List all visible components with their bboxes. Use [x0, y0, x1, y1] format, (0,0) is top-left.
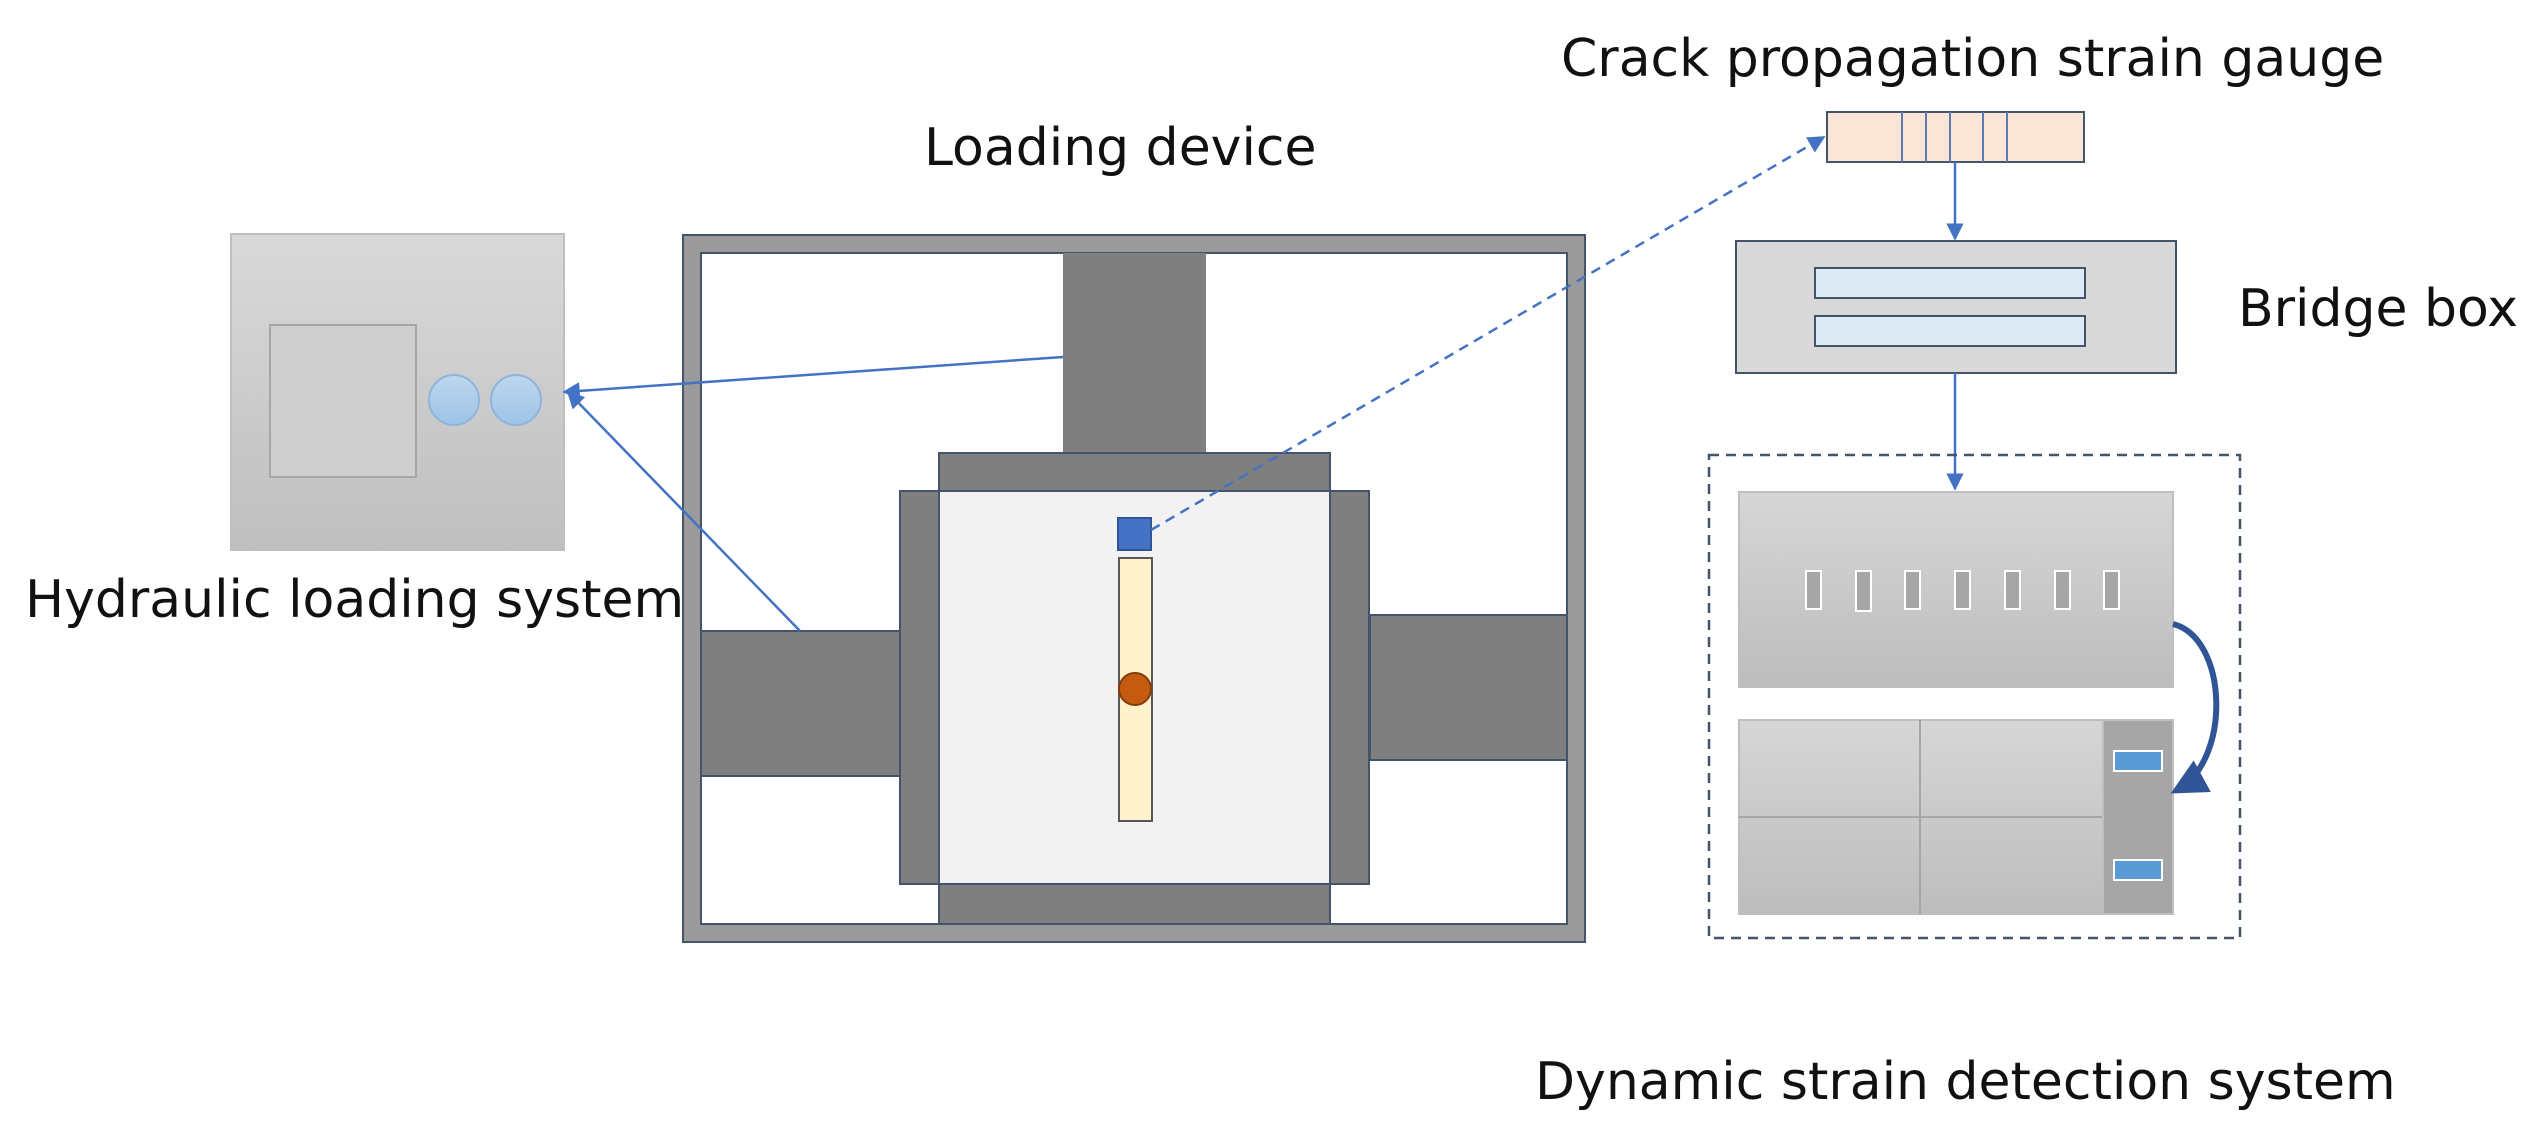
port-slot-icon	[1904, 570, 1921, 610]
bridge-slot	[1814, 315, 2086, 347]
port-slot-icon	[1855, 570, 1872, 612]
port-slot-icon	[2054, 570, 2071, 610]
curved-connection-arrow	[2170, 621, 2220, 794]
crack-tip-dot	[1118, 672, 1152, 706]
bridge-slot	[1814, 267, 2086, 299]
port-slot-icon	[1954, 570, 1971, 610]
port-slot-icon	[2004, 570, 2021, 610]
right-actuator	[1369, 614, 1568, 761]
loading-frame-outline	[682, 234, 1586, 943]
actuator-to-hydraulic-arrow	[562, 355, 1064, 400]
hydraulic-label: Hydraulic loading system	[25, 570, 684, 630]
loading-frame	[683, 235, 1585, 942]
strain-gauge-label: Crack propagation strain gauge	[1561, 29, 2384, 89]
hydraulic-panel	[269, 324, 417, 478]
circle-knob-icon	[490, 374, 542, 426]
left-actuator	[700, 630, 901, 777]
side-actuator-to-hydraulic-arrow	[566, 390, 801, 632]
dynamic-strain-label: Dynamic strain detection system	[1535, 1052, 2396, 1112]
circle-knob-icon	[428, 374, 480, 426]
bottom-platen	[938, 883, 1331, 925]
loading-device	[682, 234, 1586, 943]
blue-button-icon	[2113, 750, 2163, 772]
port-slot-icon	[1805, 570, 1822, 610]
loading-device-label: Loading device	[924, 118, 1317, 178]
strain-gauge-block	[1117, 517, 1152, 551]
left-platen	[899, 490, 940, 885]
gauge-body	[1826, 111, 2085, 163]
crack-propagation-gauge	[1826, 111, 2085, 163]
hydraulic-loading-unit	[230, 233, 565, 551]
port-slot-icon	[2103, 570, 2120, 610]
blue-button-icon	[2113, 859, 2163, 881]
gauge-dashed-arrow	[1150, 135, 1826, 532]
bridge-box	[1735, 240, 2177, 374]
right-platen	[1329, 490, 1370, 885]
detection-group-border	[1707, 453, 2242, 940]
bridge-box-body	[1735, 240, 2177, 374]
display-side-panel	[2102, 719, 2174, 915]
top-actuator	[1063, 253, 1206, 455]
dynamic-strain-system	[1707, 453, 2242, 940]
bridge-box-label: Bridge box	[2238, 279, 2518, 339]
